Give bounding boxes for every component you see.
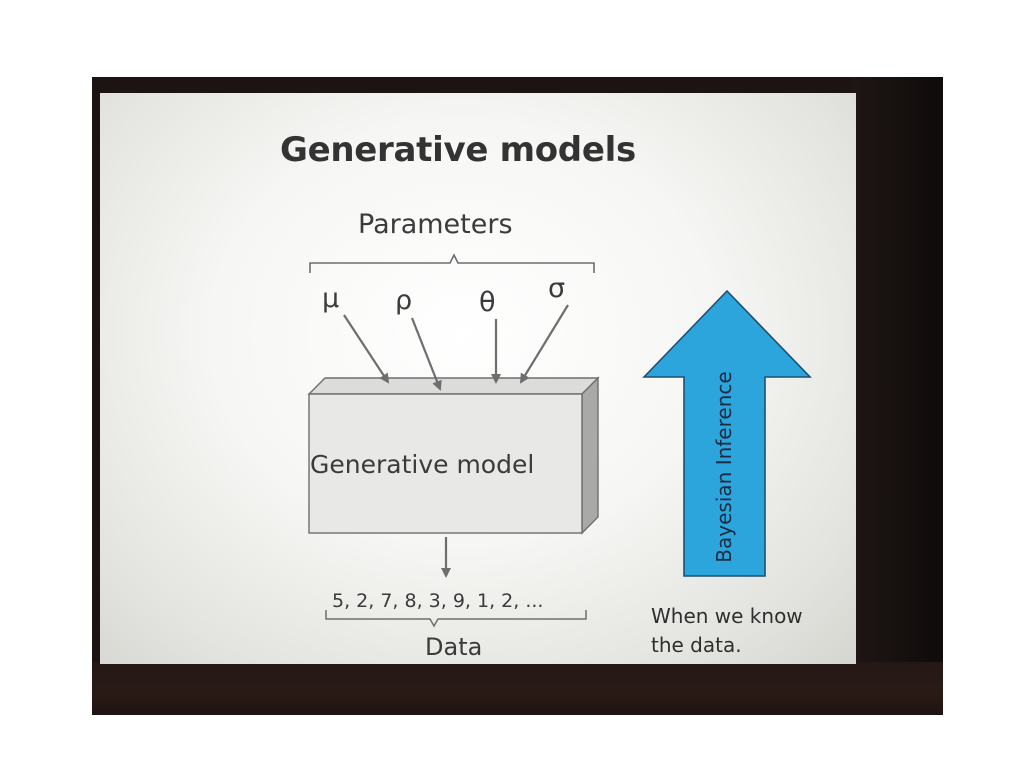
monitor-bezel-bottom	[92, 662, 943, 715]
slide-screen: Generative models Parameters μ ρ θ σ Gen…	[100, 93, 856, 664]
photo-frame: Generative models Parameters μ ρ θ σ Gen…	[92, 77, 943, 715]
rho-arrow	[410, 317, 442, 391]
note-line-1: When we know	[651, 604, 803, 628]
bayesian-inference-arrow	[642, 289, 812, 577]
data-values: 5, 2, 7, 8, 3, 9, 1, 2, ...	[332, 590, 544, 612]
parameter-mu: μ	[322, 283, 340, 314]
mu-arrow	[343, 314, 390, 384]
model-box-side	[581, 376, 599, 535]
data-brace	[325, 610, 587, 628]
note-line-2: the data.	[651, 633, 742, 657]
parameter-sigma: σ	[548, 273, 566, 304]
parameter-theta: θ	[479, 287, 496, 318]
sigma-arrow	[519, 304, 569, 384]
slide-title: Generative models	[280, 130, 636, 170]
parameters-label: Parameters	[358, 209, 513, 240]
model-box-top	[307, 377, 600, 395]
model-box-front	[308, 393, 583, 534]
parameters-brace	[309, 253, 595, 273]
data-label: Data	[425, 633, 483, 661]
model-label: Generative model	[310, 450, 535, 479]
diagram	[307, 253, 812, 628]
parameter-rho: ρ	[395, 285, 413, 316]
dark-background-right	[852, 77, 943, 715]
bayesian-inference-label: Bayesian Inference	[712, 371, 736, 563]
